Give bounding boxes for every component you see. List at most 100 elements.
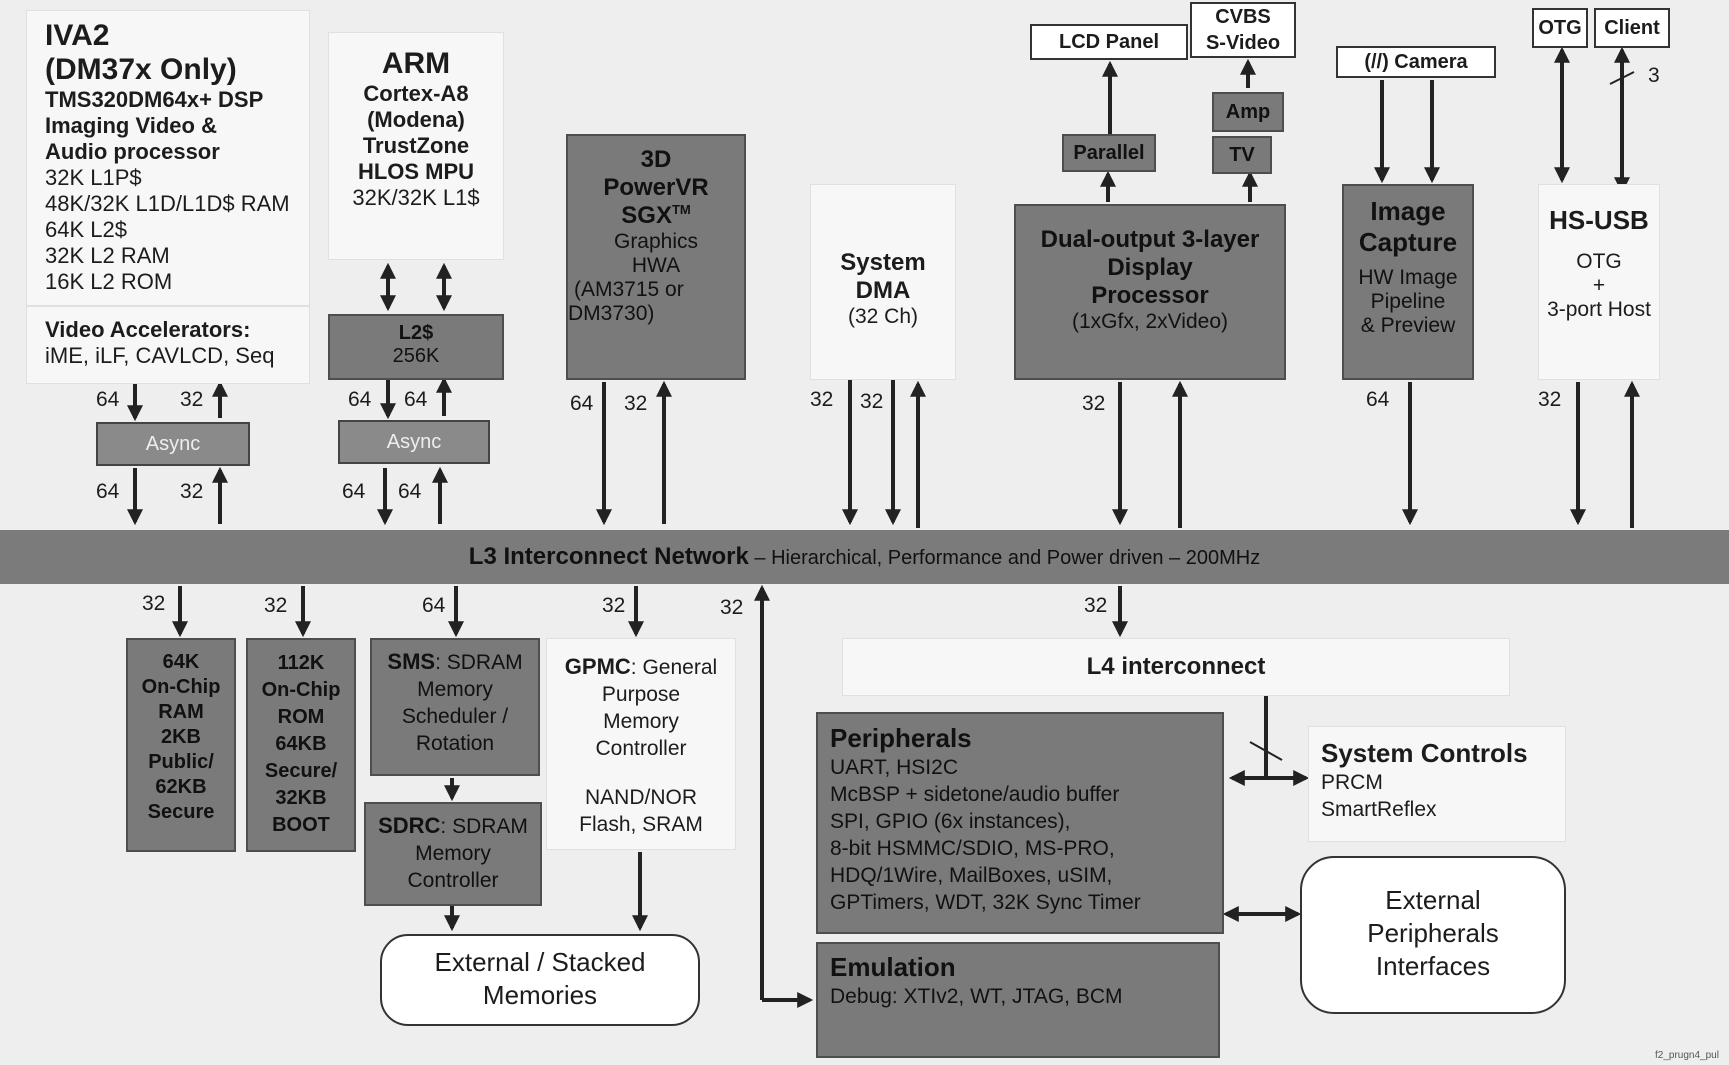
amp-label: Amp xyxy=(1225,101,1271,123)
gpmc-line: Controller xyxy=(595,737,687,760)
periph-line: HDQ/1Wire, MailBoxes, uSIM, xyxy=(830,864,1113,887)
arm-async-label: Async xyxy=(386,431,442,453)
sms-block: SMS: SDRAM Memory Scheduler / Rotation xyxy=(370,638,540,776)
iva2-title: IVA2 xyxy=(45,19,110,52)
sms-name: SMS xyxy=(387,649,436,674)
camera-box: (//) Camera xyxy=(1336,46,1496,78)
l4-label: L4 interconnect xyxy=(1086,653,1266,680)
external-peripherals-box: External Peripherals Interfaces xyxy=(1300,856,1566,1014)
ocram-line: Secure xyxy=(147,801,215,823)
bus-width-label: 64 xyxy=(342,480,366,503)
sdrc-name: SDRC xyxy=(378,813,441,838)
ocram-line: 2KB xyxy=(160,726,201,748)
ocram-line: Public/ xyxy=(148,751,214,773)
usb-bus-width-3: 3 xyxy=(1648,64,1660,87)
arm-title: ARM xyxy=(381,47,451,80)
video-accel-block: Video Accelerators: iME, iLF, CAVLCD, Se… xyxy=(26,306,310,384)
bus-width-label: 64 xyxy=(398,480,422,503)
gpu-block: 3D PowerVR SGXTM Graphics HWA (AM3715 or… xyxy=(566,134,746,380)
gpmc-line xyxy=(547,762,735,784)
periph-line: GPTimers, WDT, 32K Sync Timer xyxy=(830,891,1141,914)
hsusb-line: 3-port Host xyxy=(1547,298,1651,321)
gpmc-line: Purpose xyxy=(601,683,681,706)
figure-footnote: f2_prugn4_pul xyxy=(1655,1050,1719,1061)
sms-line: Rotation xyxy=(415,732,495,755)
l3-interconnect-bus: L3 Interconnect Network – Hierarchical, … xyxy=(0,530,1729,584)
bus-width-label: 64 xyxy=(96,480,120,503)
lcd-panel-label: LCD Panel xyxy=(1058,31,1160,53)
client-label: Client xyxy=(1604,17,1660,39)
iva2-mem-item: 16K L2 ROM xyxy=(45,269,173,294)
otg-label: OTG xyxy=(1538,17,1582,39)
periph-line: McBSP + sidetone/audio buffer xyxy=(830,783,1120,806)
sdrc-block: SDRC: SDRAM Memory Controller xyxy=(364,802,542,906)
isp-line: Pipeline xyxy=(1370,290,1446,313)
gpu-title-2: PowerVR xyxy=(603,174,709,201)
bus-width-label: 64 xyxy=(1366,388,1390,411)
bus-width-label: 32 xyxy=(142,592,166,615)
sysctl-line: PRCM xyxy=(1321,771,1383,794)
iva2-block: IVA2 (DM37x Only) TMS320DM64x+ DSP Imagi… xyxy=(26,10,310,306)
gpu-title-3: SGXTM xyxy=(568,202,744,230)
periph-line: 8-bit HSMMC/SDIO, MS-PRO, xyxy=(830,837,1115,860)
onchip-rom-block: 112K On-Chip ROM 64KB Secure/ 32KB BOOT xyxy=(246,638,356,852)
gpu-line: (AM3715 or xyxy=(574,278,684,301)
external-memories-box: External / Stacked Memories xyxy=(380,934,700,1026)
l3-name: L3 Interconnect Network xyxy=(468,543,749,570)
hsusb-title: HS-USB xyxy=(1549,205,1649,235)
video-accel-list: iME, iLF, CAVLCD, Seq xyxy=(45,343,275,368)
sms-desc: : SDRAM xyxy=(435,651,523,674)
bus-width-label: 32 xyxy=(180,388,204,411)
bus-width-label: 64 xyxy=(570,392,594,415)
parallel-box: Parallel xyxy=(1062,134,1156,172)
gpmc-line: NAND/NOR xyxy=(584,786,697,809)
gpu-line: Graphics xyxy=(613,230,699,253)
ocrom-line: On-Chip xyxy=(261,679,341,701)
ocrom-line: 112K xyxy=(277,652,325,674)
dss-desc: (1xGfx, 2xVideo) xyxy=(1071,310,1228,333)
image-capture-block: Image Capture HW Image Pipeline & Previe… xyxy=(1342,184,1474,380)
iva-async-block: Async xyxy=(96,422,250,466)
dss-title-2: Display xyxy=(1107,254,1193,281)
gpmc-line: Flash, SRAM xyxy=(579,813,703,836)
ocrom-line: 32KB xyxy=(275,787,327,809)
bus-width-label: 32 xyxy=(1082,392,1106,415)
emulation-block: Emulation Debug: XTIv2, WT, JTAG, BCM xyxy=(816,942,1220,1058)
sdrc-line: Memory xyxy=(415,842,491,865)
client-box: Client xyxy=(1594,8,1670,48)
display-processor-block: Dual-output 3-layer Display Processor (1… xyxy=(1014,204,1286,380)
sdrc-desc: : SDRAM xyxy=(440,815,528,838)
ocram-line: On-Chip xyxy=(141,676,221,698)
ocrom-line: 64KB xyxy=(275,733,327,755)
otg-box: OTG xyxy=(1532,8,1588,48)
bus-width-label: 64 xyxy=(96,388,120,411)
gpmc-desc: : General xyxy=(630,656,718,679)
ext-periph-line: External xyxy=(1385,885,1481,915)
bus-width-label: 64 xyxy=(422,594,446,617)
ocram-line: 64K xyxy=(162,651,200,673)
system-dma-block: System DMA (32 Ch) xyxy=(810,184,956,380)
gpmc-line: Memory xyxy=(603,710,679,733)
l2-size: 256K xyxy=(392,345,440,367)
bus-width-label: 32 xyxy=(264,594,288,617)
bus-width-label: 32 xyxy=(180,480,204,503)
gpmc-block: GPMC: General Purpose Memory Controller … xyxy=(546,638,736,850)
video-accel-title: Video Accelerators: xyxy=(45,317,251,342)
emu-title: Emulation xyxy=(830,952,956,982)
iva2-desc1: Imaging Video & xyxy=(45,113,217,138)
periph-title: Peripherals xyxy=(830,723,972,753)
lcd-panel-box: LCD Panel xyxy=(1030,24,1188,60)
ext-periph-line: Interfaces xyxy=(1375,951,1491,981)
cvbs-box: CVBS S-Video xyxy=(1190,2,1296,58)
sms-title: SMS: SDRAM xyxy=(372,648,538,676)
ext-mem-line: External / Stacked xyxy=(434,947,646,977)
gpu-line: DM3730) xyxy=(568,302,655,325)
bus-width-label: 32 xyxy=(1084,594,1108,617)
ocrom-line: Secure/ xyxy=(264,760,338,782)
hs-usb-block: HS-USB OTG + 3-port Host xyxy=(1538,184,1660,380)
gpu-sgx: SGX xyxy=(621,202,672,229)
emu-desc: Debug: XTIv2, WT, JTAG, BCM xyxy=(830,985,1123,1008)
sysctl-title: System Controls xyxy=(1321,738,1528,768)
ocrom-line: ROM xyxy=(277,706,325,728)
